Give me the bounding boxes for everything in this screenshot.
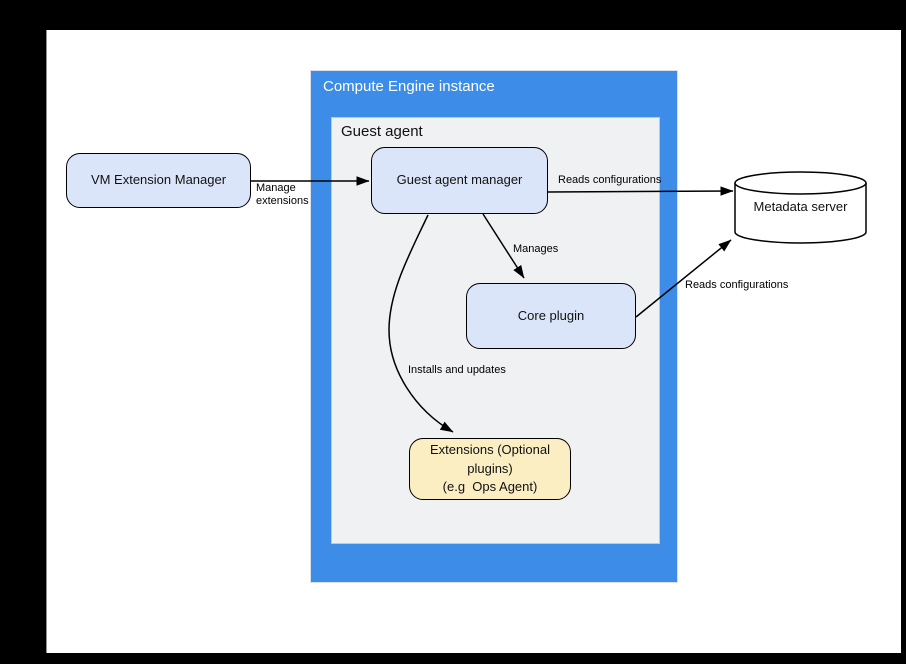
guest-agent-manager-label: Guest agent manager (396, 172, 523, 188)
edge-label-reads-configurations-top: Reads configurations (558, 174, 662, 186)
edge-label-manages: Manages (513, 243, 559, 255)
node-metadata-server: Metadata server (734, 171, 867, 244)
edge-label-reads-configurations-diagonal: Reads configurations (685, 279, 789, 291)
vm-extension-manager-label: VM Extension Manager (90, 172, 227, 188)
core-plugin-label: Core plugin (517, 307, 585, 323)
edge-label-manage-extensions-line1: Manage (256, 182, 296, 194)
node-guest-agent-manager: Guest agent manager (371, 147, 548, 214)
node-vm-extension-manager: VM Extension Manager (66, 153, 251, 208)
edge-label-installs-and-updates: Installs and updates (408, 364, 506, 376)
guest-agent-title: Guest agent (341, 123, 423, 140)
metadata-server-cylinder-icon (734, 171, 867, 244)
node-core-plugin: Core plugin (466, 283, 636, 349)
node-extensions-optional-plugins: Extensions (Optional plugins) (e.g Ops A… (409, 438, 571, 500)
extensions-label-line1: Extensions (Optional plugins) (430, 441, 554, 476)
edge-label-manage-extensions: Manage extensions (256, 182, 309, 207)
edge-label-manage-extensions-line2: extensions (256, 194, 309, 207)
metadata-server-label: Metadata server (753, 199, 848, 214)
extensions-label-line2: (e.g Ops Agent) (442, 479, 538, 495)
compute-engine-instance-title: Compute Engine instance (323, 78, 495, 95)
diagram-canvas: Compute Engine instance Guest agent VM E… (46, 30, 901, 653)
